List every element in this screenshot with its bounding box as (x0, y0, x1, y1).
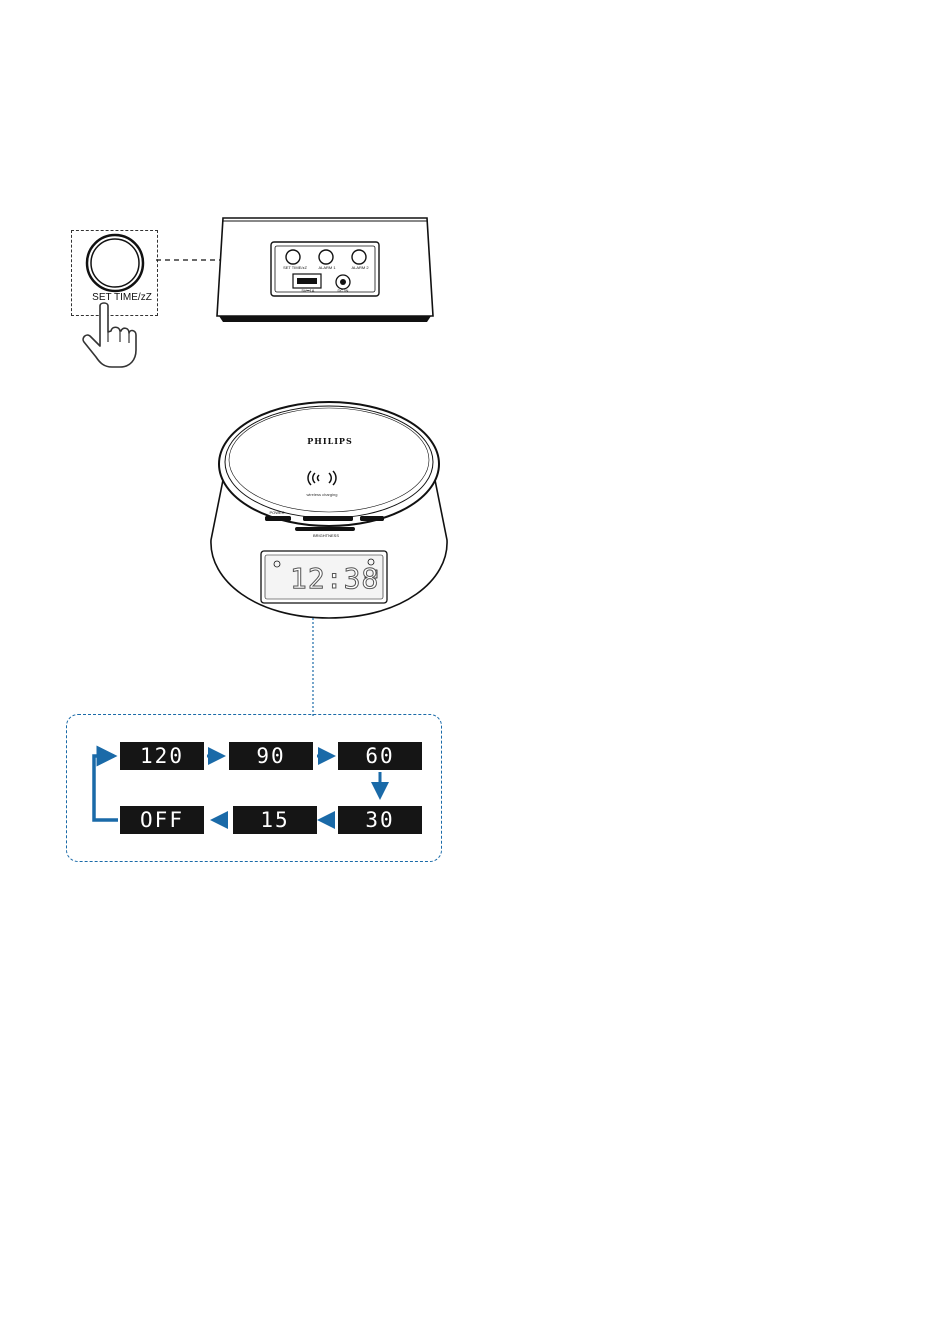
power-label: POWER (262, 510, 292, 515)
set-time-button-zoom[interactable] (84, 232, 146, 294)
display-connector (308, 618, 318, 718)
volume-minus-button[interactable] (303, 516, 328, 521)
cycle-arrows (80, 735, 440, 845)
brightness-label: BRIGHTNESS (296, 533, 356, 538)
volume-plus-button[interactable] (328, 516, 353, 521)
clock-display: 12:38 (290, 562, 366, 595)
rear-label-usb: 5V⎓1A (293, 288, 323, 293)
power-button[interactable] (265, 516, 291, 521)
arrow-off-120 (94, 756, 118, 820)
brand-logo: PHILIPS (290, 436, 370, 446)
rear-label-alarm2: ALARM 2 (341, 265, 379, 270)
play-pause-button[interactable] (360, 516, 384, 521)
rear-label-dc: DC IN (328, 288, 358, 293)
pointing-hand-icon (78, 300, 142, 372)
charging-label: wireless charging (290, 492, 354, 497)
wireless-charging-icon (302, 468, 342, 488)
